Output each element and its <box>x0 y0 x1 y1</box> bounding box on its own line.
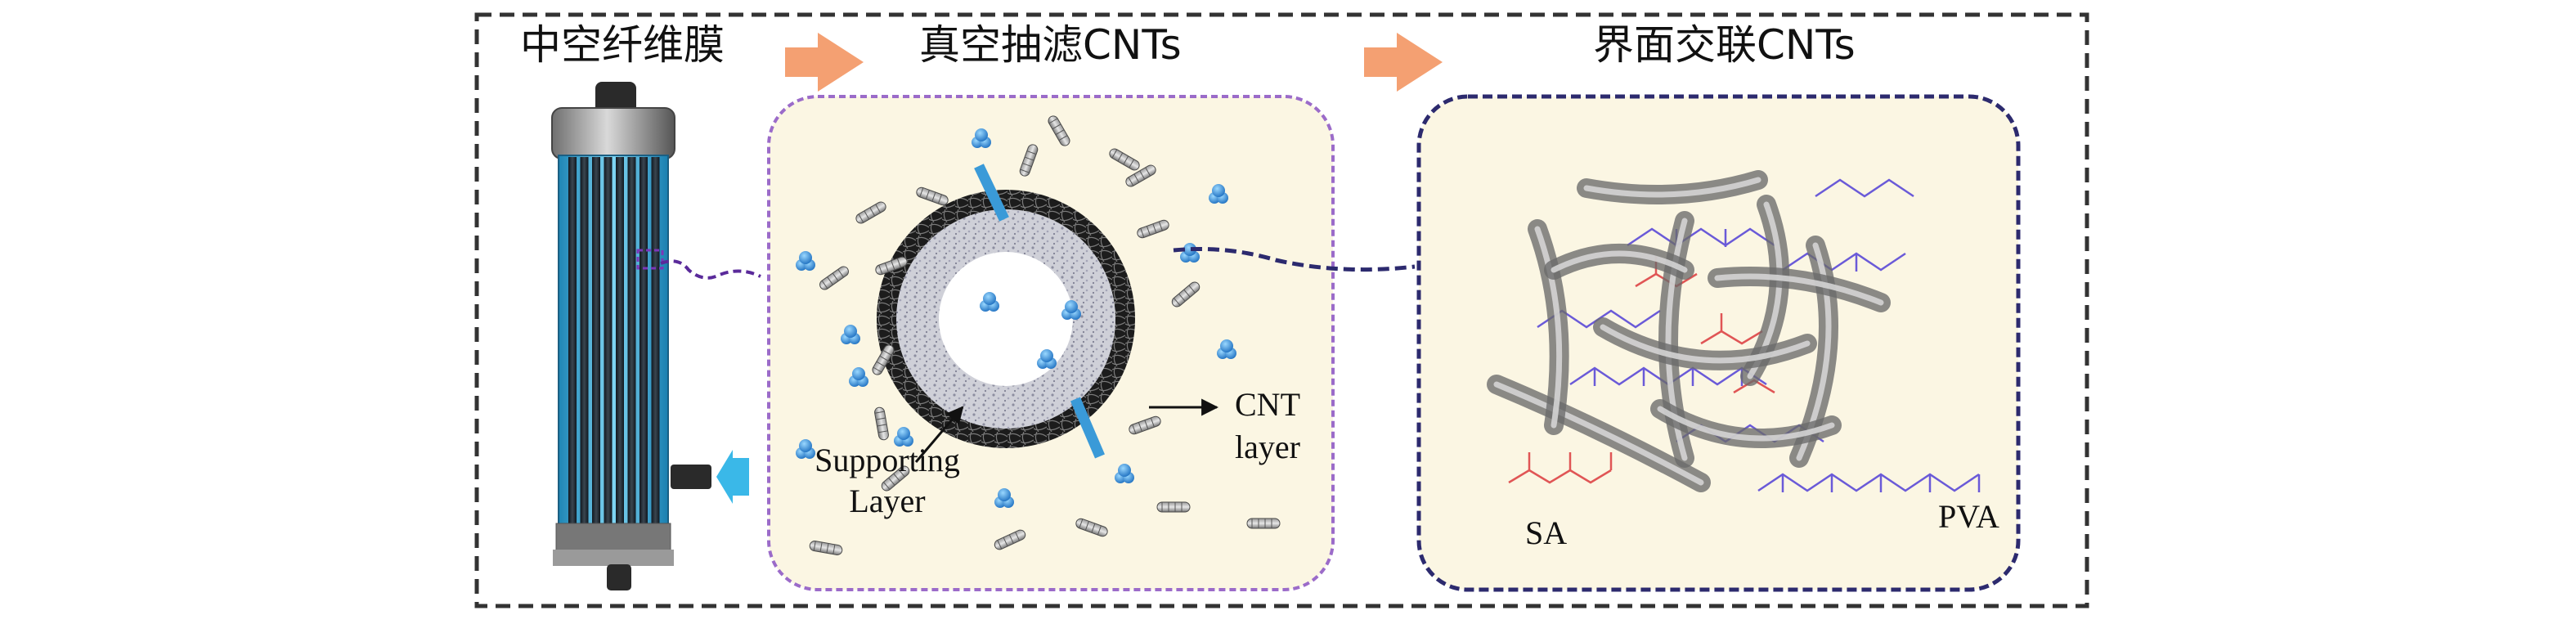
step-title-vacuum-filtration: 真空抽滤CNTs <box>919 21 1182 69</box>
cnt-tube-highlight <box>1551 250 1688 273</box>
carbon-nanotube-icon <box>1156 501 1191 513</box>
pva-chain <box>1815 178 1914 198</box>
carbon-nanotube-icon <box>1246 518 1281 529</box>
cnt-tube-highlight <box>1600 324 1811 364</box>
zoom-marker <box>636 249 664 270</box>
supporting-layer-label: Supporting Layer <box>789 444 985 518</box>
cnt-tube-highlight <box>1493 381 1704 486</box>
cnt-label-line2: layer <box>1235 429 1300 465</box>
cnt-layer-label: CNT layer <box>1218 388 1317 464</box>
cnt-tube-highlight <box>1534 226 1563 429</box>
zoom-connector-1 <box>660 259 761 280</box>
process-arrow-icon <box>1364 33 1443 92</box>
panel-interfacial-crosslinking <box>1416 94 2021 592</box>
side-port <box>671 465 711 489</box>
pva-chain <box>1627 227 1775 247</box>
bottom-ring <box>553 550 674 566</box>
sa-chain <box>1700 330 1763 345</box>
supporting-label-line2: Layer <box>849 483 926 519</box>
module-body <box>558 155 669 541</box>
hollow-fiber <box>651 157 660 535</box>
step-title-hollow-fiber: 中空纤维膜 <box>520 21 725 69</box>
cnt-tube-highlight <box>1714 273 1884 306</box>
hollow-fiber <box>604 157 613 535</box>
hollow-fiber <box>616 157 624 535</box>
process-arrow-icon <box>785 33 864 92</box>
fiber-lumen <box>939 252 1073 386</box>
pva-label: PVA <box>1938 498 1999 535</box>
hollow-fiber <box>568 157 577 535</box>
step-title-interfacial-crosslinking: 界面交联CNTs <box>1593 21 1856 69</box>
sa-chain <box>1508 469 1612 484</box>
cnt-label-line1: CNT <box>1235 386 1300 423</box>
sa-label: SA <box>1525 514 1568 551</box>
cnt-tube-highlight <box>1583 177 1761 198</box>
pva-chain <box>1782 252 1906 272</box>
supporting-layer-pointer <box>914 406 964 463</box>
inlet-arrow-icon <box>716 450 749 504</box>
permeate-flow-bar <box>1070 397 1105 459</box>
hollow-fiber <box>640 157 648 535</box>
hollow-fiber <box>592 157 600 535</box>
zoom-connector-2 <box>1173 247 1416 272</box>
top-port <box>595 82 636 114</box>
top-cap <box>551 107 675 159</box>
pva-chain <box>1757 473 1980 492</box>
outer-frame <box>474 12 2089 608</box>
bottom-port <box>607 564 631 590</box>
permeate-flow-bar <box>974 164 1009 222</box>
hollow-fiber <box>580 157 589 535</box>
cnt-tube-highlight <box>1657 406 1835 442</box>
supporting-label-line1: Supporting <box>815 442 960 478</box>
hollow-fiber <box>627 157 636 535</box>
